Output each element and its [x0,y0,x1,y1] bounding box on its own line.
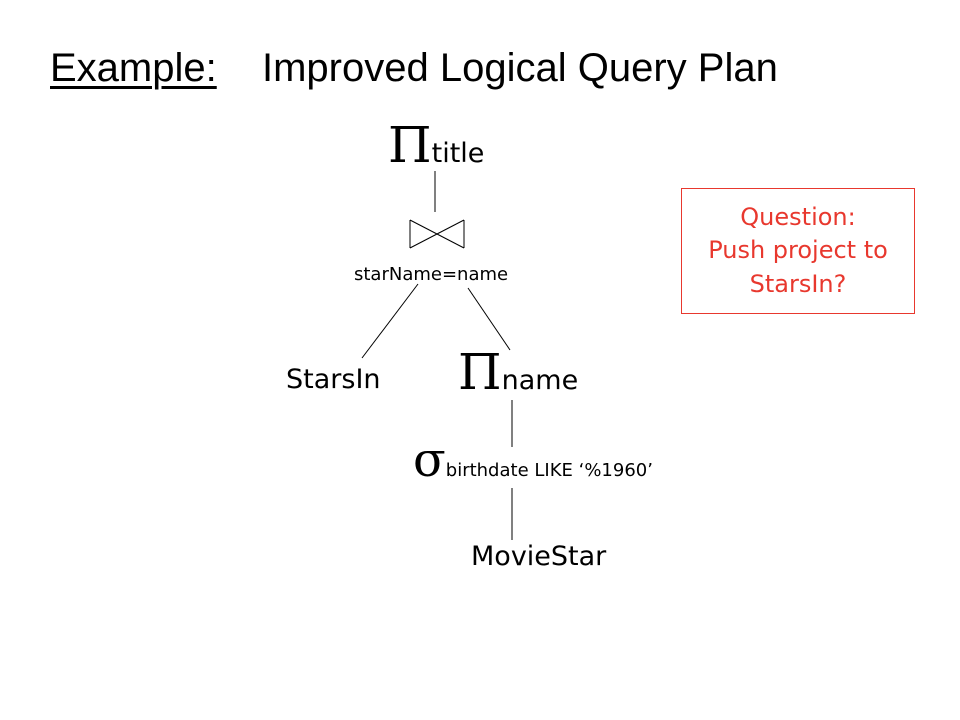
project-title-attr: title [431,138,485,169]
join-condition: starName=name [354,264,509,285]
edge-join-to-starsin [361,283,419,359]
select-node: σbirthdate LIKE ‘%1960’ [413,432,653,488]
edge-join-to-project-name [467,287,511,351]
pi-symbol-icon: Π [458,343,502,401]
callout-line-3: StarsIn? [749,269,847,298]
project-name-attr: name [501,365,579,396]
slide-title: Improved Logical Query Plan [262,46,778,90]
join-bowtie-icon [409,219,465,249]
relation-moviestar: MovieStar [471,541,607,572]
callout-line-1: Question: [740,203,856,232]
select-condition: birthdate LIKE ‘%1960’ [445,460,653,481]
question-callout: Question: Push project to StarsIn? [681,188,915,314]
slide-title-label: Example: [50,46,217,90]
sigma-symbol-icon: σ [413,432,446,488]
project-name-node: Πname [458,343,578,401]
relation-starsin: StarsIn [286,364,381,395]
pi-symbol-icon: Π [388,116,432,174]
callout-line-2: Push project to [708,236,888,265]
project-title-node: Πtitle [388,116,484,174]
